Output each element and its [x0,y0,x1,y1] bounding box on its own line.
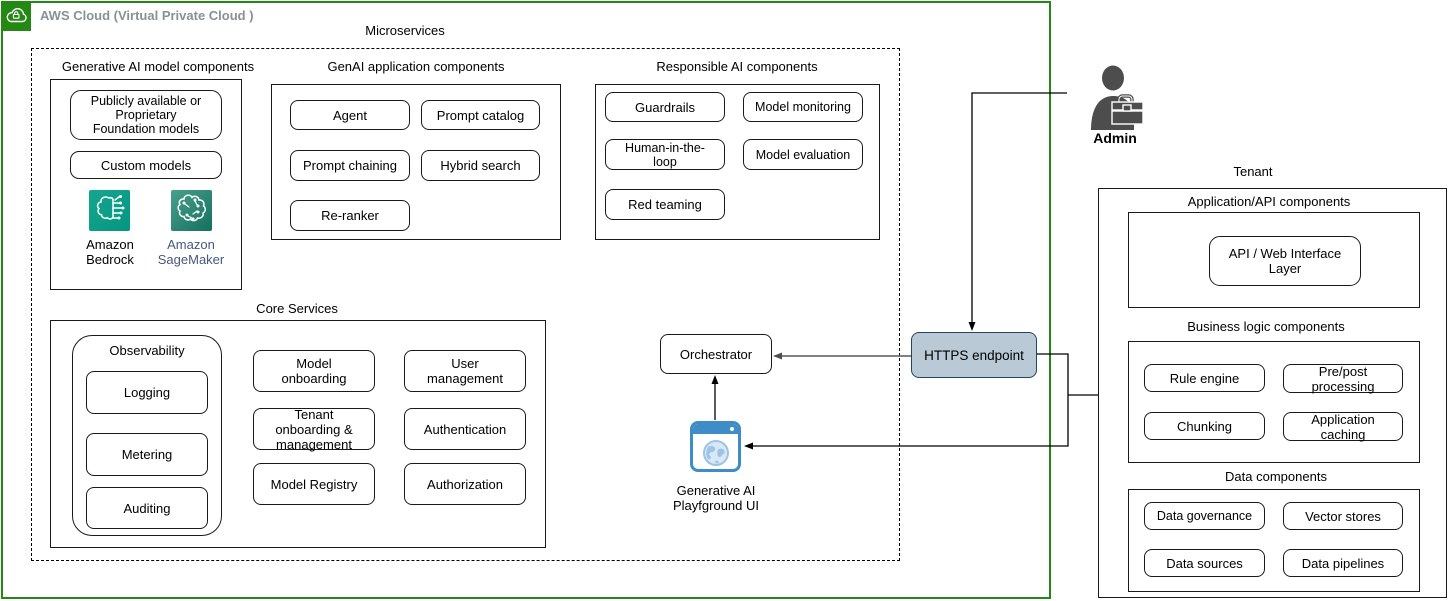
vector-stores-node: Vector stores [1283,502,1403,530]
observability-label: Observability [109,343,185,358]
data-sources-node: Data sources [1144,549,1265,577]
browser-titlebar [693,424,738,434]
genai-model-components-label: Generative AI model components [61,59,255,74]
business-logic-box [1128,341,1420,463]
api-web-interface-node: API / Web Interface Layer [1209,236,1361,286]
tenant-box [1098,188,1447,598]
genai-app-components-box [271,84,561,240]
admin-icon [1091,65,1144,130]
tenant-onboarding-node: Tenant onboarding & management [253,407,375,452]
model-onboarding-node: Model onboarding [253,350,375,392]
foundation-models-node: Publicly available or Proprietary Founda… [70,90,222,140]
globe-icon [703,440,729,466]
data-components-label: Data components [1225,469,1327,484]
aws-cloud-title: AWS Cloud (Virtual Private Cloud ) [40,8,254,23]
prepost-processing-node: Pre/post processing [1283,364,1403,394]
app-api-components-box [1128,212,1420,308]
amazon-sagemaker-icon [171,190,212,231]
playground-ui-icon [690,421,741,472]
human-in-the-loop-node: Human-in-the-loop [605,139,725,170]
microservices-label: Microservices [365,23,445,38]
orchestrator-node: Orchestrator [660,334,772,374]
app-api-components-label: Application/API components [1187,194,1351,209]
model-monitoring-node: Model monitoring [743,92,863,122]
chunking-node: Chunking [1144,412,1265,440]
https-endpoint-node: HTTPS endpoint [911,332,1037,378]
red-teaming-node: Red teaming [605,189,725,220]
microservices-container [31,48,900,561]
authentication-node: Authentication [404,408,526,450]
core-services-box [50,320,546,548]
authorization-node: Authorization [404,463,526,505]
custom-models-node: Custom models [70,151,222,179]
playground-ui-label: Generative AI Playfground UI [673,483,759,513]
admin-label: Admin [1093,130,1137,146]
genai-app-components-label: GenAI application components [327,59,505,74]
genai-model-components-box [50,79,242,290]
aws-cloud-icon [1,1,31,31]
amazon-sagemaker-label: Amazon SageMaker [157,237,225,267]
amazon-bedrock-icon [89,190,130,231]
data-governance-node: Data governance [1144,502,1265,530]
hybrid-search-node: Hybrid search [421,150,540,181]
auditing-node: Auditing [86,487,208,529]
rule-engine-node: Rule engine [1144,364,1265,392]
re-ranker-node: Re-ranker [290,200,410,231]
model-registry-node: Model Registry [253,463,375,505]
responsible-ai-box [595,84,880,240]
application-caching-node: Application caching [1283,412,1403,442]
amazon-bedrock-label: Amazon Bedrock [86,237,134,267]
data-components-box [1128,489,1420,592]
core-services-label: Core Services [256,301,338,316]
logging-node: Logging [86,371,208,414]
business-logic-label: Business logic components [1187,319,1345,334]
responsible-ai-label: Responsible AI components [656,59,818,74]
api-web-interface-text: API / Web Interface Layer [1228,246,1342,276]
user-management-node: User management [404,350,526,392]
prompt-chaining-node: Prompt chaining [290,150,410,181]
model-evaluation-node: Model evaluation [743,139,863,170]
metering-node: Metering [86,433,208,476]
tenant-label: Tenant [1233,164,1273,179]
prompt-catalog-node: Prompt catalog [421,100,540,130]
guardrails-node: Guardrails [605,92,725,122]
data-pipelines-node: Data pipelines [1283,549,1403,577]
browser-dot [730,427,734,431]
foundation-models-text: Publicly available or Proprietary Founda… [90,94,202,136]
agent-node: Agent [290,100,410,130]
